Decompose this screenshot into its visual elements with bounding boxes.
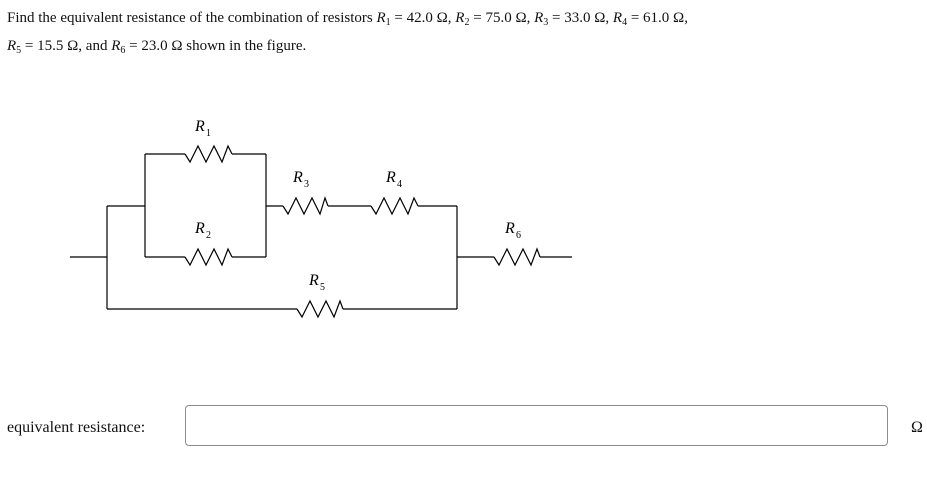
label-r5-subscript: 5	[320, 282, 325, 293]
resistor-5-value: 15.5 Ω	[37, 38, 79, 54]
resistor-3-value: 33.0 Ω	[564, 10, 606, 26]
separator: ,	[684, 10, 688, 26]
resistor-r1-symbol	[184, 144, 233, 164]
label-r1-symbol: R	[194, 118, 205, 135]
label-r3-subscript: 3	[304, 179, 309, 190]
resistor-1-value: 42.0 Ω	[406, 10, 448, 26]
equivalent-resistance-label: equivalent resistance:	[7, 419, 146, 436]
separator: ,	[447, 10, 456, 26]
resistor-r6-symbol	[493, 247, 541, 267]
label-r2-symbol: R	[194, 220, 205, 237]
resistor-r5-symbol	[296, 299, 344, 319]
label-r3-symbol: R	[292, 169, 303, 186]
circuit-wires	[70, 153, 572, 310]
and-separator: , and	[78, 38, 112, 54]
resistor-r3-symbol	[282, 196, 329, 216]
resistor-4-symbol: R	[612, 10, 623, 26]
equivalent-resistance-input[interactable]	[185, 405, 888, 446]
label-r4-subscript: 4	[397, 179, 402, 190]
equals-sign: =	[548, 10, 565, 26]
label-r1-subscript: 1	[206, 128, 211, 139]
question-prefix: Find the equivalent resistance of the co…	[7, 10, 377, 26]
label-r6-symbol: R	[504, 220, 515, 237]
resistor-6-subscript: 6	[120, 45, 126, 56]
resistor-4-value: 61.0 Ω	[643, 10, 685, 26]
resistor-3-symbol: R	[534, 10, 544, 26]
resistor-4-subscript: 4	[622, 17, 628, 28]
resistor-1-symbol: R	[376, 10, 386, 26]
resistor-3-subscript: 3	[543, 17, 549, 28]
resistor-6-symbol: R	[111, 38, 121, 54]
separator: ,	[605, 10, 613, 26]
resistor-2-subscript: 2	[464, 17, 470, 28]
resistor-r4-symbol	[370, 196, 419, 216]
equals-sign: =	[390, 10, 407, 26]
equals-sign: =	[125, 38, 142, 54]
resistor-5-symbol: R	[7, 38, 17, 54]
resistor-1-subscript: 1	[385, 17, 391, 28]
label-r2-subscript: 2	[206, 230, 211, 241]
resistor-2-value: 75.0 Ω	[485, 10, 527, 26]
label-r6-subscript: 6	[516, 230, 521, 241]
resistor-2-symbol: R	[455, 10, 465, 26]
label-r4-symbol: R	[385, 169, 396, 186]
question-suffix: shown in the figure.	[182, 38, 307, 54]
equals-sign: =	[627, 10, 644, 26]
separator: ,	[526, 10, 535, 26]
equals-sign: =	[469, 10, 486, 26]
resistor-r2-symbol	[184, 247, 233, 267]
question-text: Find the equivalent resistance of the co…	[7, 4, 907, 60]
resistor-6-value: 23.0 Ω	[141, 38, 183, 54]
ohm-unit-label: Ω	[911, 419, 923, 436]
equals-sign: =	[21, 38, 38, 54]
resistor-5-subscript: 5	[16, 45, 22, 56]
label-r5-symbol: R	[308, 272, 319, 289]
